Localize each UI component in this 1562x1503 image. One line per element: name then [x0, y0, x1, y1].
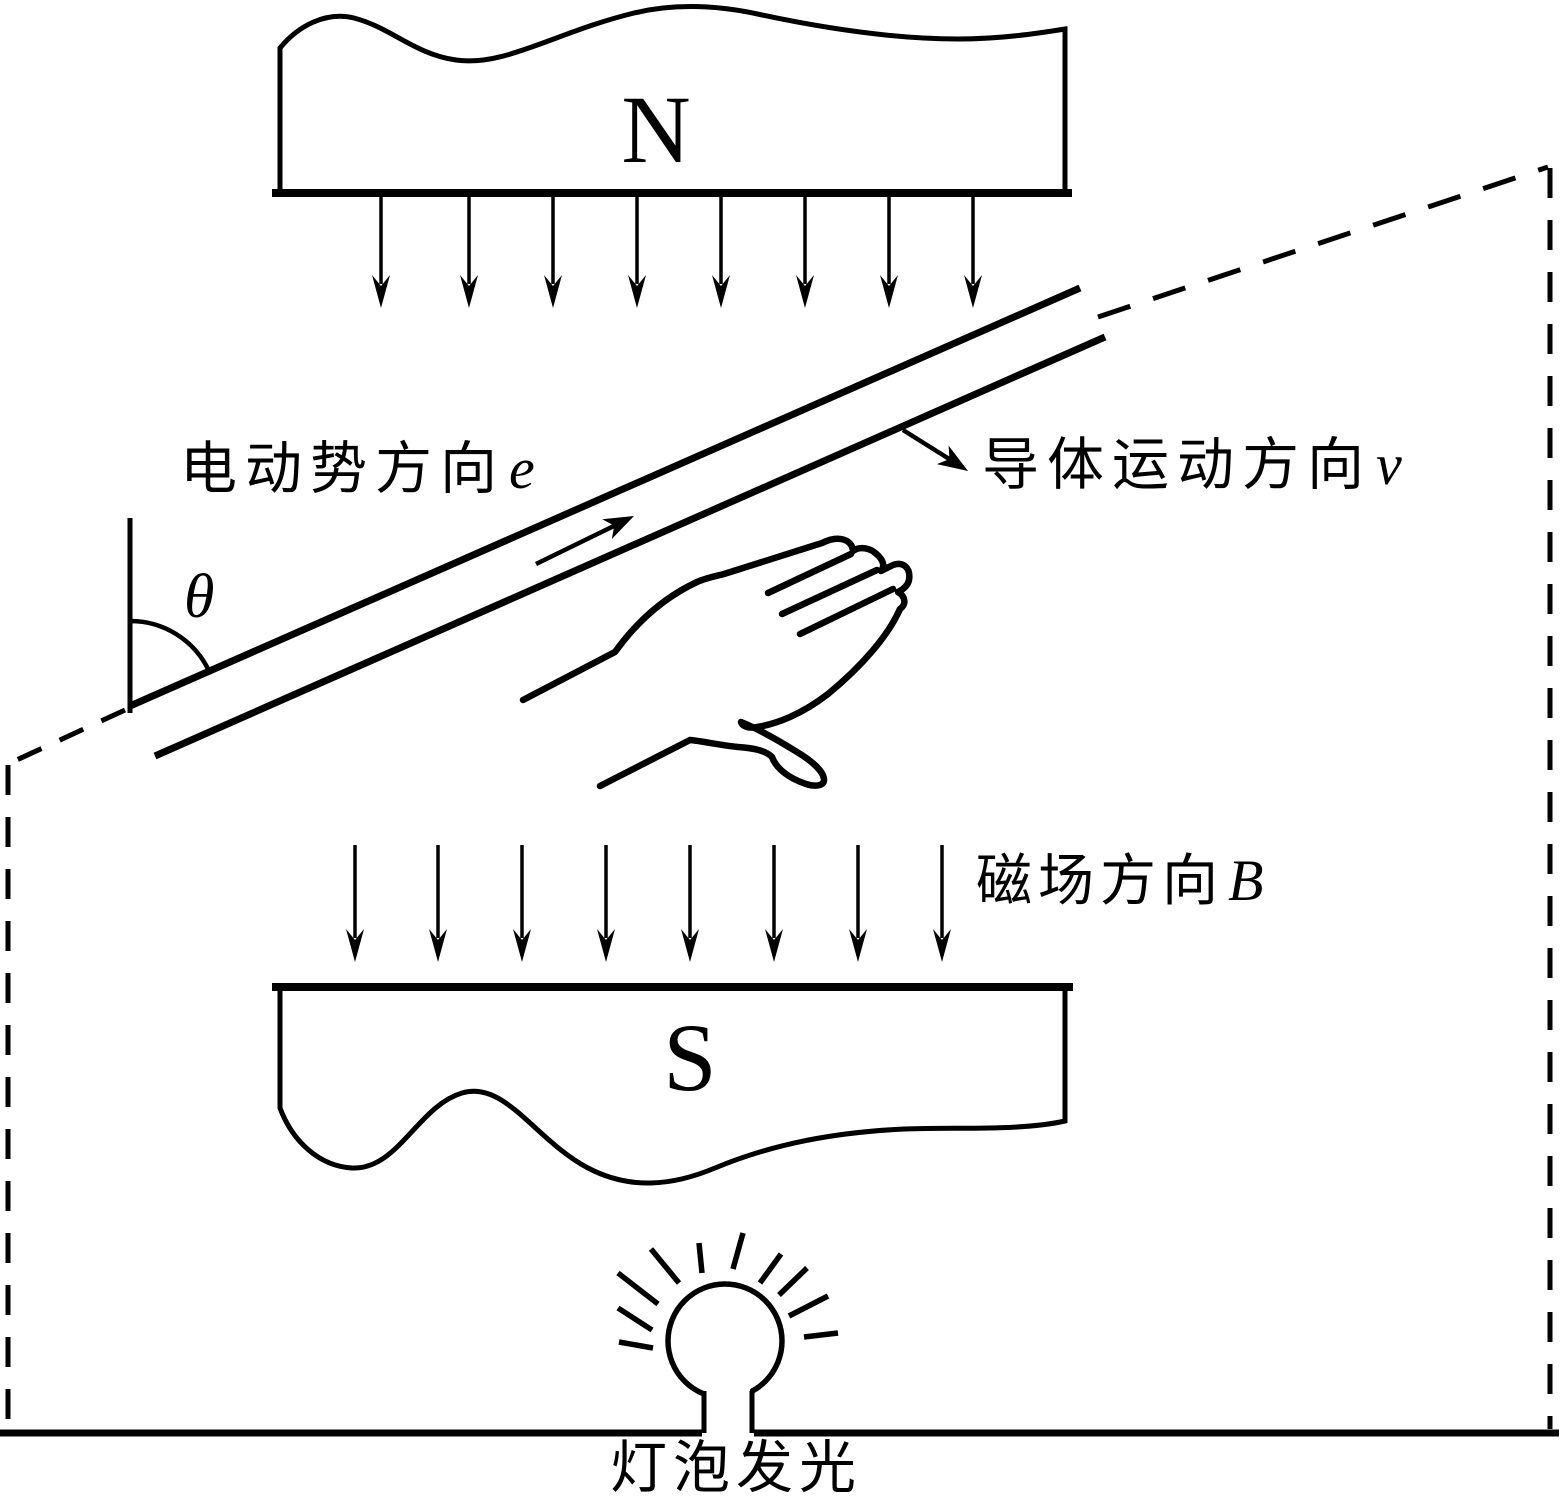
dashed-conductor-extension-right — [1097, 164, 1549, 320]
velocity-arrow-head — [936, 445, 968, 471]
bulb-glowing-label: 灯泡发光 — [610, 1437, 862, 1500]
finger-separation-line — [778, 566, 881, 618]
field-arrows-lower — [346, 845, 951, 962]
field-arrow-head — [712, 275, 730, 308]
field-arrow-head — [513, 929, 531, 962]
dashed-conductor-extension-left — [6, 707, 127, 767]
angle-arc — [129, 618, 212, 672]
emf-arrow-shaft — [535, 520, 621, 567]
bulb-neck-mask — [706, 1387, 750, 1432]
angle-theta-construction — [127, 518, 212, 713]
conductor-motion-label: 导体运动方向v — [982, 434, 1402, 497]
light-bulb — [616, 1232, 839, 1433]
finger-separation-line — [796, 585, 897, 638]
field-arrow-head — [460, 275, 478, 308]
n-magnet-outline — [277, 3, 1068, 193]
field-arrow-head — [429, 929, 447, 962]
magnetic-field-label: 磁场方向B — [976, 851, 1263, 913]
n-pole-label: N — [621, 76, 691, 183]
conductor-motion-text: 导体运动方向 — [982, 434, 1372, 497]
conductor — [128, 284, 1107, 760]
emf-direction-text: 电动势方向 — [180, 438, 505, 501]
emf-direction-label: 电动势方向e — [180, 438, 535, 501]
field-arrow-head — [933, 929, 951, 962]
theta-angle-label: θ — [184, 563, 215, 631]
field-arrow-head — [628, 275, 646, 308]
velocity-symbol-v: v — [1376, 432, 1402, 497]
field-arrow-head — [597, 929, 615, 962]
velocity-arrow — [901, 428, 968, 471]
field-arrow-head — [849, 929, 867, 962]
circuit-dashed-boundary — [5, 164, 1553, 1429]
s-magnet-outline — [277, 987, 1068, 1186]
field-arrow-head — [372, 275, 390, 308]
finger-separation-line — [764, 550, 855, 597]
s-magnet — [272, 983, 1073, 1186]
hand-outline — [519, 535, 913, 790]
n-magnet — [272, 3, 1072, 197]
emf-arrow-head — [602, 516, 634, 540]
s-pole-label: S — [663, 1004, 717, 1111]
field-symbol-b: B — [1228, 848, 1264, 913]
field-arrow-head — [765, 929, 783, 962]
conductor-lower-line — [153, 333, 1107, 760]
conductor-upper-line — [128, 284, 1082, 710]
magnetic-field-text: 磁场方向 — [976, 851, 1224, 913]
field-arrow-head — [681, 929, 699, 962]
field-arrow-head — [796, 275, 814, 308]
emf-symbol-e: e — [509, 436, 535, 501]
light-rays — [616, 1232, 839, 1351]
right-hand-illustration — [519, 535, 913, 790]
field-arrow-head — [880, 275, 898, 308]
emf-direction-arrow — [535, 516, 634, 567]
field-arrows-upper — [372, 196, 982, 308]
field-arrow-head — [544, 275, 562, 308]
bulb-globe — [665, 1281, 785, 1401]
field-arrow-head — [346, 929, 364, 962]
field-arrow-head — [964, 275, 982, 308]
velocity-arrow-shaft — [901, 428, 956, 464]
